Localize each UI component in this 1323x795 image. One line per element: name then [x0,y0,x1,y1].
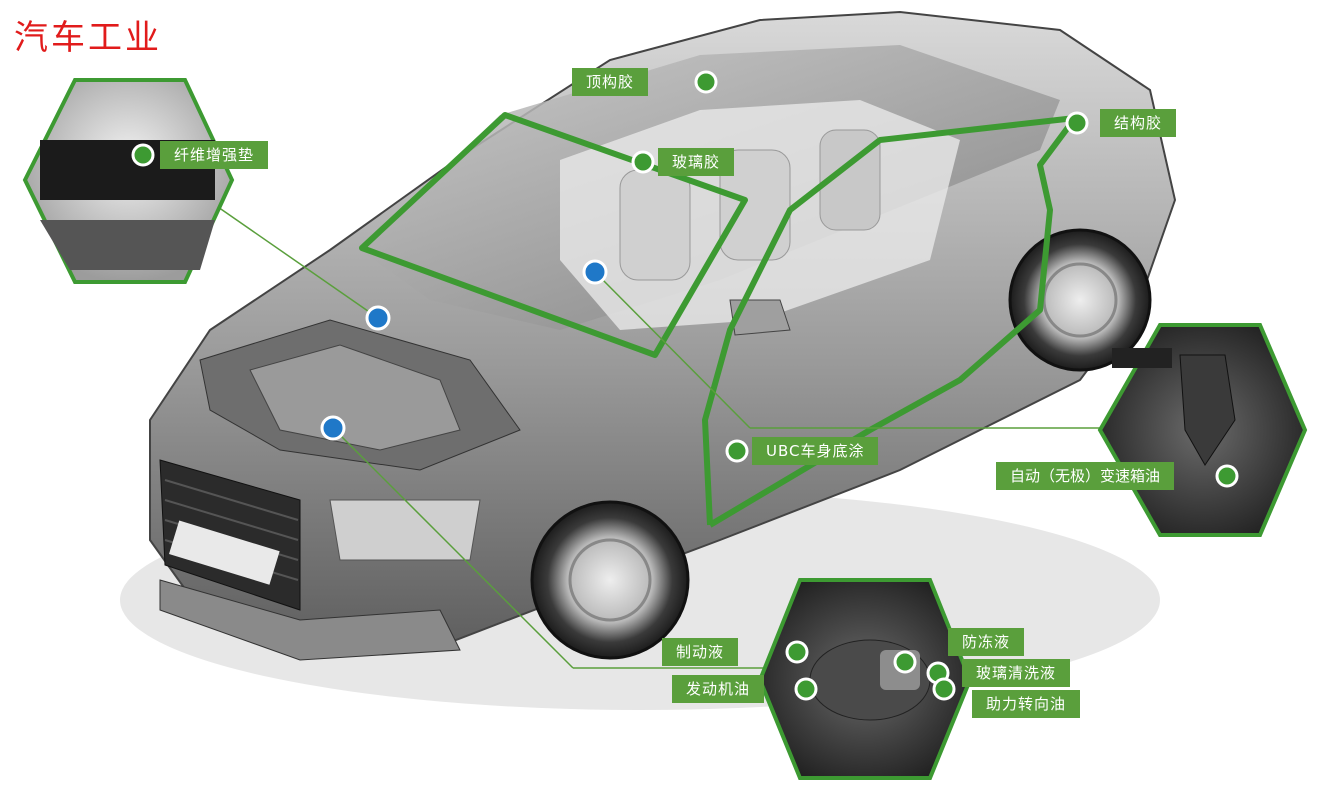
windshield-outline [359,112,748,358]
marker-blue-cabin [582,259,608,285]
panel-fiber-pad [22,78,235,284]
label-fiber-pad: 纤维增强垫 [160,141,269,169]
label-structural-adhesive: 结构胶 [1100,109,1177,137]
page-title: 汽车工业 [14,18,162,58]
marker-brake [785,640,809,664]
marker-blue-hood [365,305,391,331]
marker-ubc [725,439,749,463]
panel-gearbox [1097,323,1308,537]
label-brake-fluid: 制动液 [662,638,739,666]
label-glass-adhesive: 玻璃胶 [658,148,735,176]
label-power-steering-oil: 助力转向油 [972,690,1081,718]
label-roof-adhesive: 顶构胶 [572,68,649,96]
marker-glass [631,150,655,174]
adhesive-outlines [359,112,1078,528]
green-markers [131,70,1239,701]
marker-structural [1065,111,1089,135]
marker-antifreeze [893,650,917,674]
marker-blue-engine [320,415,346,441]
marker-engine-oil [794,677,818,701]
marker-fiber [131,143,155,167]
front-wheel [530,500,690,660]
marker-steering [932,677,956,701]
label-engine-oil: 发动机油 [672,675,765,703]
blue-markers [320,259,608,441]
marker-roof [694,70,718,94]
marker-cvt [1215,464,1239,488]
label-ubc-coating: UBC车身底涂 [752,437,879,465]
label-antifreeze: 防冻液 [948,628,1025,656]
structural-outline [702,115,1078,528]
label-cvt-fluid: 自动（无极）变速箱油 [996,462,1175,490]
label-washer-fluid: 玻璃清洗液 [962,659,1071,687]
